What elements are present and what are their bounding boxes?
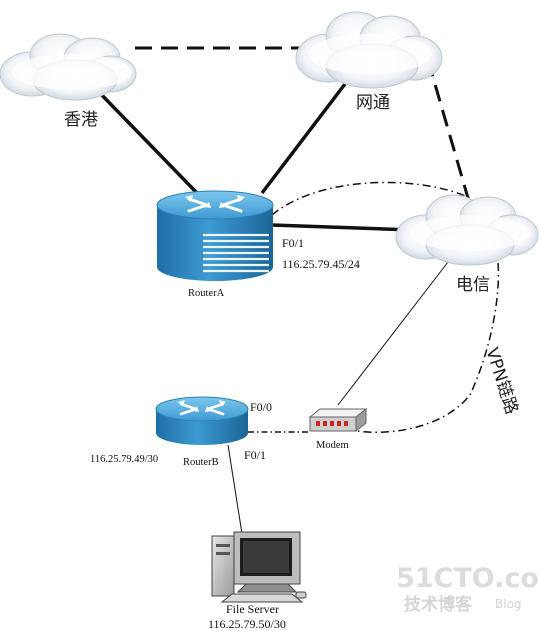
router-a-ip-label: 116.25.79.45/24: [282, 257, 360, 271]
cloud-telecom-label: 电信: [456, 275, 490, 295]
router-b-f00-label: F0/0: [250, 400, 272, 414]
router-b-name-label: RouterB: [183, 457, 219, 468]
link-hongkong-routerA: [93, 86, 199, 195]
link-telecom-modem: [337, 261, 449, 406]
watermark-site: 51CTO.com: [396, 563, 541, 594]
router-b-ip-label: 116.25.79.49/30: [90, 454, 158, 465]
file-server-icon[interactable]: [211, 531, 307, 603]
router-b-icon[interactable]: [155, 396, 249, 445]
cloud-hongkong-label: 香港: [64, 110, 98, 130]
cloud-telecom: [395, 194, 539, 266]
link-routerA-telecom: [271, 223, 413, 232]
router-a-interface-label: F0/1: [282, 236, 304, 250]
cloud-hongkong: [0, 33, 137, 101]
link-netcom-telecom: [426, 59, 472, 206]
cloud-netcom: [295, 11, 443, 89]
link-routerB-fileserver: [227, 444, 244, 541]
modem-icon[interactable]: [308, 407, 368, 433]
modem-label: Modem: [316, 440, 349, 451]
router-b-f01-label: F0/1: [244, 448, 266, 462]
watermark-blog: Blog: [495, 597, 522, 611]
links: [93, 46, 500, 541]
file-server-ip-label: 116.25.79.50/30: [208, 617, 286, 631]
vpn-tunnel-arc: [271, 181, 500, 434]
link-netcom-routerA: [260, 82, 347, 195]
vpn-link-label: VPN链路: [481, 345, 521, 416]
router-a-icon[interactable]: [156, 190, 274, 281]
site-watermark: 51CTO.com 技术博客 Blog: [396, 563, 541, 615]
file-server-name-label: File Server: [226, 602, 279, 616]
router-a-name-label: RouterA: [188, 288, 225, 299]
cloud-netcom-label: 网通: [356, 93, 390, 113]
watermark-text: 技术博客: [404, 594, 473, 615]
